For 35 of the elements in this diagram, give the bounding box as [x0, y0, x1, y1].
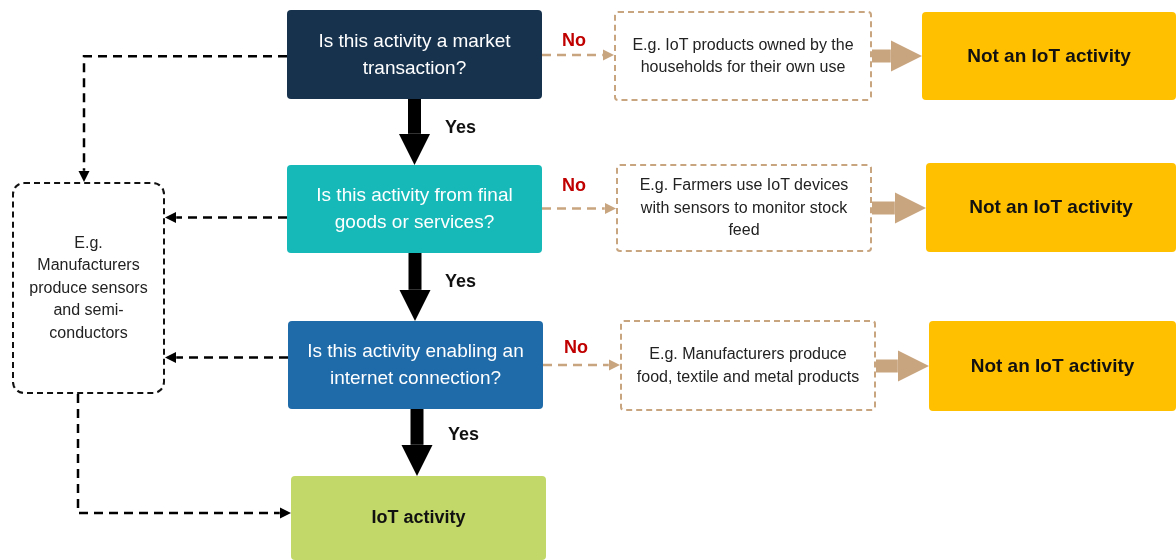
- question-box: [288, 321, 543, 409]
- dashed-arrow: [78, 55, 287, 182]
- dashed-arrow: [76, 394, 291, 519]
- example-box: [12, 182, 165, 394]
- result-box: [291, 476, 546, 560]
- box-text: E.g. Manufacturers produce sensors and semi-conductors: [28, 233, 149, 343]
- block-arrow: [399, 253, 431, 321]
- block-arrow: [876, 350, 929, 382]
- box-text: Is this activity from final goods or services?: [315, 183, 514, 234]
- question-box: [287, 10, 542, 99]
- dashed-arrow: [543, 359, 620, 371]
- result-box: [929, 321, 1176, 411]
- example-box: [614, 11, 872, 101]
- example-box: [616, 164, 872, 252]
- result-box: [922, 12, 1176, 100]
- box-text: IoT activity: [371, 506, 466, 530]
- block-arrow: [401, 409, 433, 476]
- dashed-arrow: [542, 202, 616, 215]
- box-text: E.g. Farmers use IoT devices with sensors to monitor stock feed: [638, 175, 850, 241]
- box-text: Not an IoT activity: [967, 43, 1131, 68]
- box-text: Is this activity enabling an internet connection?: [306, 339, 525, 390]
- question-box: [287, 165, 542, 253]
- block-arrow: [872, 40, 922, 72]
- dashed-arrow: [542, 49, 614, 61]
- result-box: [926, 163, 1176, 252]
- box-text: Is this activity a market transaction?: [317, 28, 512, 80]
- box-text: Not an IoT activity: [970, 353, 1135, 378]
- dashed-arrow: [165, 211, 287, 224]
- block-arrow: [398, 99, 431, 165]
- example-box: [620, 320, 876, 411]
- dashed-arrow: [165, 351, 288, 364]
- box-text: E.g. Manufacturers produce food, textile and metal products: [635, 344, 861, 387]
- block-arrow: [872, 192, 926, 224]
- box-text: Not an IoT activity: [969, 195, 1133, 220]
- box-text: E.g. IoT products owned by the households for their own use: [631, 34, 855, 77]
